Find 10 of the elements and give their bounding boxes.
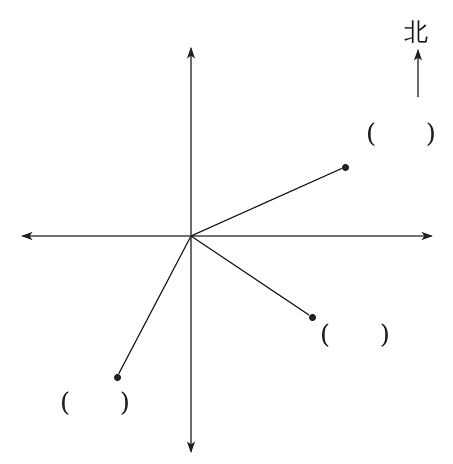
line-segment [118,236,192,374]
fill-in-blank: ( ) [60,390,130,416]
fill-in-blank: ( ) [320,322,390,348]
point-dot [308,314,316,320]
direction-label: 北 [404,20,428,44]
line-segment [190,168,342,237]
fill-in-blank: ( ) [366,121,436,147]
point-dot [114,374,120,380]
line-segment [190,235,310,316]
point-dot [342,164,348,170]
